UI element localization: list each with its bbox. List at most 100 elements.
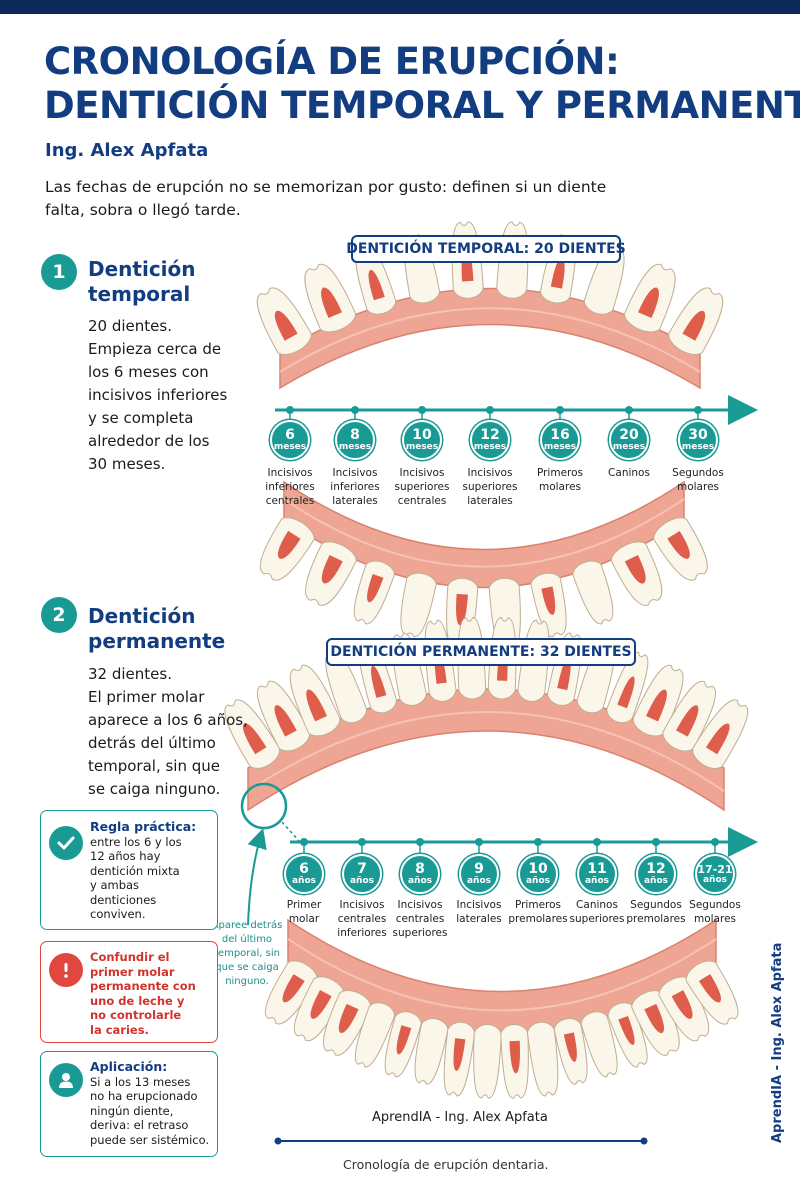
temporal-timeline-tick-dot — [694, 406, 702, 414]
practical-rule-heading: Regla práctica: — [90, 819, 197, 834]
tooth — [668, 287, 724, 355]
temporal-timeline-label-line: Segundos — [672, 467, 724, 479]
section-1-text-line: los 6 meses con — [88, 363, 209, 381]
permanent-timeline-badge-value: 10 — [528, 861, 548, 877]
box-line: y ambas — [90, 878, 140, 892]
tooth — [259, 517, 315, 581]
permanent-timeline-badge-unit: años — [291, 876, 317, 886]
tooth-crown — [354, 1002, 396, 1068]
tooth — [304, 263, 357, 333]
title-line-2: DENTICIÓN TEMPORAL Y PERMANENTE — [44, 84, 800, 127]
temporal-timeline-tick-dot — [286, 406, 294, 414]
practical-rule-box: Regla práctica: entre los 6 y los 12 año… — [40, 810, 218, 930]
permanent-timeline-tick-dot — [475, 838, 483, 846]
tooth-pulp — [550, 258, 565, 289]
temporal-timeline-badge-unit: meses — [273, 442, 307, 452]
tooth — [500, 1023, 529, 1099]
permanent-timeline-tick-dot — [416, 838, 424, 846]
tooth-pulp — [667, 530, 690, 559]
note-line: ninguno. — [225, 976, 269, 987]
warning-text: Confundir el primer molar permanente con… — [90, 950, 214, 1037]
section-1-text: 20 dientes. Empieza cerca de los 6 meses… — [88, 315, 227, 476]
tooth — [572, 560, 614, 625]
tooth-pulp — [368, 269, 385, 301]
permanent-timeline-badge-unit: años — [643, 876, 669, 886]
box-line: conviven. — [90, 907, 146, 921]
temporal-timeline-label-line: Incisivos — [332, 467, 378, 479]
temporal-timeline-badge-value: 10 — [412, 427, 432, 443]
permanent-timeline-label-line: Segundos — [689, 899, 741, 911]
tooth — [289, 664, 341, 737]
footer-line-dot-left — [274, 1137, 282, 1145]
permanent-timeline-badge-value: 9 — [474, 861, 484, 877]
temporal-timeline-badge-value: 8 — [350, 427, 360, 443]
permanent-timeline-label-line: centrales — [337, 913, 387, 925]
section-2-title: Dentición permanente — [88, 604, 225, 654]
section-2-number: 2 — [41, 597, 77, 633]
permanent-band: DENTICIÓN PERMANENTE: 32 DIENTES — [326, 638, 636, 666]
tooth-pulp — [456, 593, 469, 626]
tooth — [264, 960, 318, 1025]
temporal-timeline-badge-unit: meses — [405, 442, 439, 452]
temporal-timeline-badge-value: 30 — [688, 427, 708, 443]
temporal-timeline-label-line: Incisivos — [399, 467, 445, 479]
permanent-timeline-label-line: superiores — [569, 913, 625, 925]
tooth-pulp — [541, 586, 556, 615]
box-line: ningún diente, — [90, 1103, 174, 1118]
permanent-timeline-tick-dot — [534, 838, 542, 846]
tooth-crown — [414, 1018, 449, 1085]
permanent-timeline-label-line: Caninos — [576, 899, 618, 911]
note-line: temporal, sin — [214, 948, 280, 959]
box-line: la caries. — [90, 1022, 149, 1037]
section-1-text-line: 30 meses. — [88, 455, 166, 473]
check-icon — [49, 826, 83, 860]
permanent-timeline-badge-value: 7 — [357, 861, 367, 877]
application-box: Aplicación: Si a los 13 meses no ha erup… — [40, 1051, 218, 1157]
tooth-pulp — [277, 530, 301, 559]
tooth-crown — [572, 560, 614, 625]
tooth-pulp — [321, 287, 342, 319]
tooth — [305, 541, 357, 606]
tooth-crown — [526, 1021, 559, 1097]
section-2-title-line: Dentición — [88, 604, 196, 628]
tooth-pulp — [282, 974, 305, 1003]
temporal-timeline-label-line: centrales — [397, 495, 447, 507]
temporal-timeline-tick-dot — [418, 406, 426, 414]
tooth — [623, 263, 676, 333]
application-text: Aplicación: Si a los 13 meses no ha erup… — [90, 1059, 214, 1147]
temporal-timeline-label-line: inferiores — [265, 481, 315, 493]
tooth — [384, 1011, 422, 1078]
temporal-timeline-label-line: Primeros — [536, 467, 584, 479]
tooth-pulp — [509, 1040, 520, 1074]
permanent-timeline-tick-dot — [711, 838, 719, 846]
box-line: Si a los 13 meses — [90, 1074, 191, 1089]
temporal-timeline-tick-dot — [351, 406, 359, 414]
permanent-timeline-label-line: Primeros — [514, 899, 562, 911]
section-1-text-line: incisivos inferiores — [88, 386, 228, 404]
tooth-pulp — [370, 665, 387, 698]
permanent-timeline-badge-value: 6 — [299, 861, 309, 877]
timeline-permanent-ticks — [300, 838, 719, 854]
temporal-timeline-label-line: centrales — [265, 495, 315, 507]
section-2-text-line: temporal, sin que — [88, 757, 220, 775]
section-1-text-line: Empieza cerca de — [88, 340, 222, 358]
section-1-text-line: 20 dientes. — [88, 317, 172, 335]
lower-permanent-arch — [264, 918, 739, 1099]
gum-highlight — [283, 498, 685, 568]
temporal-timeline-label-line: Incisivos — [467, 467, 513, 479]
caption: Cronología de erupción dentaria. — [343, 1157, 549, 1172]
gum-highlight — [247, 711, 725, 792]
person-icon — [49, 1063, 83, 1097]
temporal-timeline-label-line: superiores — [462, 481, 518, 493]
permanent-timeline-label-line: molar — [288, 913, 320, 925]
note-line: Aparee detrás — [211, 920, 283, 931]
